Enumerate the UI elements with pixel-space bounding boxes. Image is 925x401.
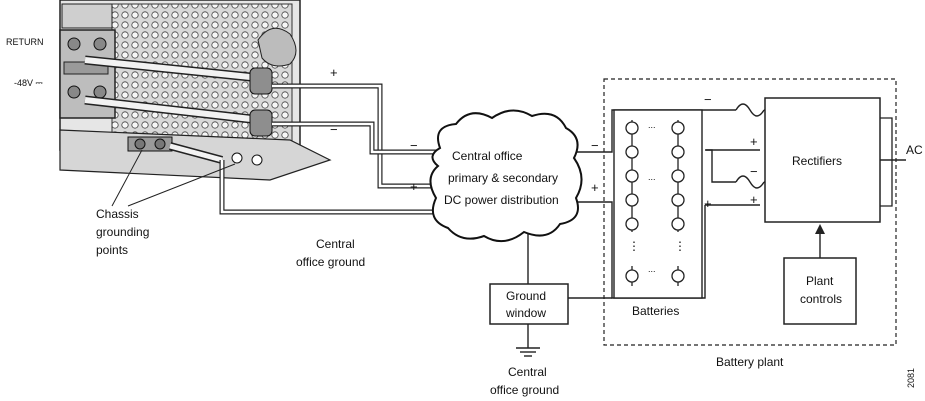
rectifiers-label: Rectifiers [792,154,842,168]
battery-vertical-ellipsis: ⋮ [674,239,686,253]
chassis-grounding-label: Chassis grounding points [96,149,236,257]
ground-window-line2: window [505,306,546,320]
sign-minus-distribution-in: − [410,138,418,153]
distribution-cloud [429,109,583,243]
chassis-grounding-line2: grounding [96,225,149,239]
ground-window-line1: Ground [506,289,546,303]
router-chassis: RETURN -48V ⎓ [6,0,332,181]
batteries-label: Batteries [632,304,679,318]
grounding-leader-lines [111,149,236,207]
battery-ellipsis: ... [648,172,656,182]
distribution-label-line1: Central office [452,149,523,163]
sign-plus-rectifier-3: + [750,192,758,207]
ac-label: AC [906,143,923,157]
battery-plant-label: Battery plant [716,355,784,369]
sign-plus-return-top: + [330,65,338,80]
plant-controls-line2: controls [800,292,842,306]
earth-ground-icon [516,347,540,357]
chassis-grounding-line1: Chassis [96,207,139,221]
distribution-label-line3: DC power distribution [444,193,559,207]
central-office-ground-label-1: Central office ground [296,237,365,269]
wiring [219,83,906,348]
neg48v-label: -48V ⎓ [14,78,43,88]
battery-bank: ... ... ... ⋮ ⋮ Batteries [613,109,703,318]
polarity-signs: + − − + − + − + + − + [330,65,758,211]
sign-minus-neg48v: − [330,122,338,137]
ground-window-box [489,283,569,325]
rectifier-ac-bracket [880,117,893,207]
cable-clamp [257,27,297,67]
fuse-2 [735,175,765,189]
central-office-ground-2-line1: Central [508,365,547,379]
plant-controls-line1: Plant [806,274,834,288]
return-wire [272,83,440,189]
sign-plus-distribution-in: + [410,179,418,194]
sign-plus-distribution-out: + [591,180,599,195]
figure-id: 2081 [906,368,916,388]
sign-plus-rectifier-1: + [750,134,758,149]
fuse-1 [735,103,765,117]
central-office-ground-1-line1: Central [316,237,355,251]
plant-controls-box [783,257,857,325]
battery-cells [625,120,685,286]
return-label: RETURN [6,37,44,47]
neg48v-wire [272,121,436,155]
chassis-top-module [61,3,113,29]
grounding-studs [127,136,263,166]
distribution-label-line2: primary & secondary [448,171,558,185]
central-office-ground-label-2: Central office ground [490,365,559,397]
chassis-to-distribution-ground-wire [219,160,440,215]
rectifiers-box [764,97,881,223]
sign-minus-battery-top: − [704,92,712,107]
rectifiers: Rectifiers AC [764,97,923,223]
sign-minus-distribution-out: − [591,138,599,153]
dc-power-distribution: Central office primary & secondary DC po… [429,109,583,243]
battery-ellipsis: ... [648,120,656,130]
chassis-grounding-line3: points [96,243,128,257]
plant-controls: Plant controls [783,257,857,325]
return-lug [249,67,273,95]
battery-plant-boundary [603,78,897,346]
sign-plus-battery-bottom: + [704,196,712,211]
rectifier-negative-link [700,100,771,183]
ground-window: Ground window [489,283,569,325]
sign-minus-rectifier-2: − [750,164,758,179]
central-office-ground-1-line2: office ground [296,255,365,269]
rectifier-positive-link [705,149,760,206]
battery-ellipsis: ... [648,264,656,274]
battery-vertical-ellipsis: ⋮ [628,239,640,253]
central-office-ground-2-line2: office ground [490,383,559,397]
neg48v-lug [249,109,273,137]
